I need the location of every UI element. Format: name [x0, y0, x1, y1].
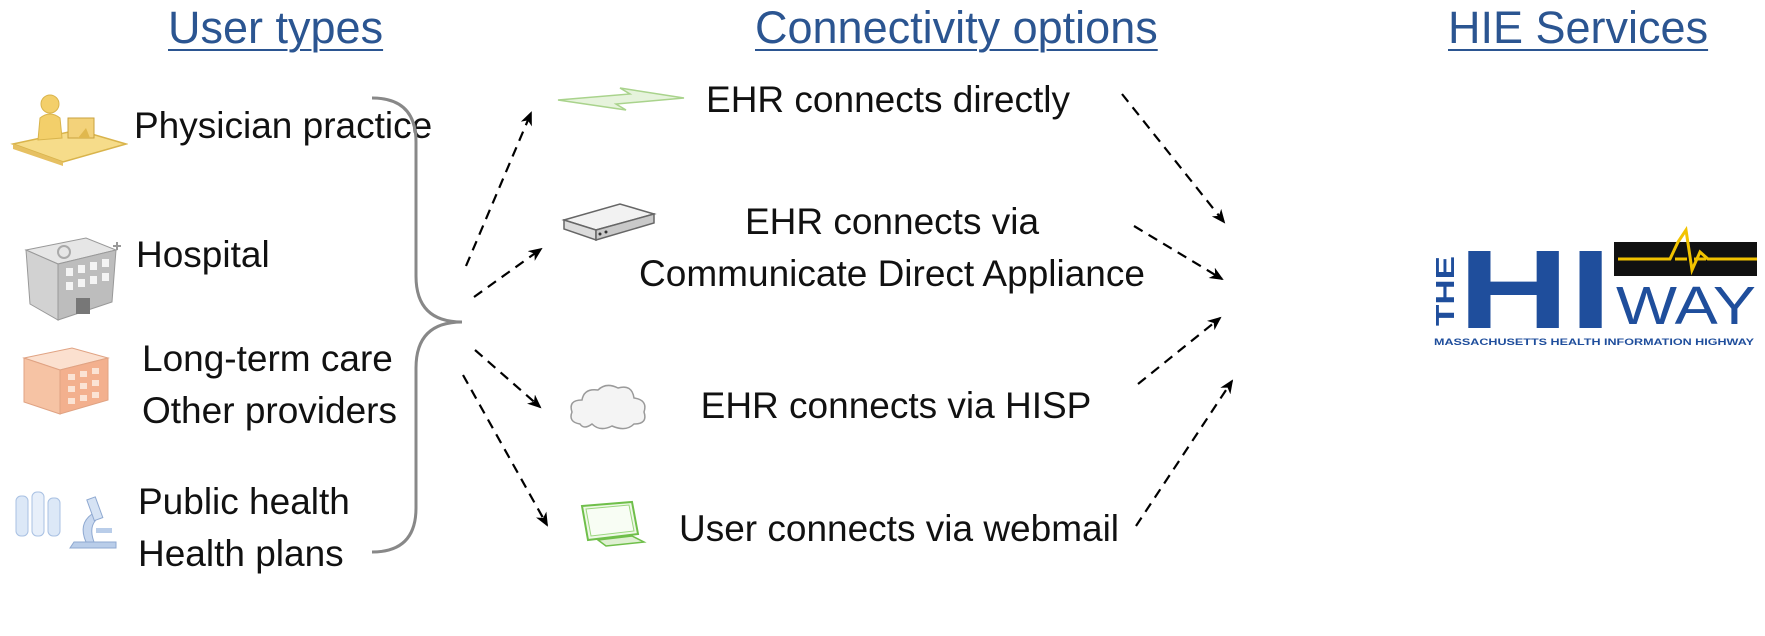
- user-type-long-term-care: Long-term care Other providers: [142, 338, 397, 431]
- svg-text:THE: THE: [1432, 256, 1460, 326]
- option-ehr-direct: EHR connects directly: [706, 79, 1070, 120]
- arrow-appliance-to-hiway: [1133, 225, 1224, 281]
- user-type-physician-practice: Physician practice: [134, 105, 433, 146]
- hiway-logo: THE HI WAY MASSACHUSETTS HEALTH INFORMAT…: [1430, 225, 1757, 372]
- arrow-webmail-to-hiway: [1135, 379, 1234, 527]
- svg-text:HI: HI: [1458, 227, 1612, 352]
- arrow-to-webmail: [462, 374, 548, 527]
- option-ehr-hisp: EHR connects via HISP: [700, 385, 1092, 426]
- option-ehr-appliance: EHR connects via Communicate Direct Appl…: [639, 201, 1145, 294]
- heading-connectivity-options: Connectivity options: [755, 2, 1158, 53]
- arrow-to-appliance: [473, 247, 543, 298]
- grouping-brace: [371, 96, 463, 554]
- arrow-to-hisp: [474, 349, 542, 409]
- care-facility-building-icon: [22, 347, 110, 415]
- heading-user-types: User types: [168, 2, 384, 53]
- heading-hie-services: HIE Services: [1448, 2, 1709, 53]
- appliance-box-icon: [561, 203, 657, 242]
- arrow-hisp-to-hiway: [1137, 316, 1222, 385]
- svg-text:WAY: WAY: [1616, 276, 1756, 336]
- lightning-link-icon: [557, 87, 685, 111]
- user-type-hospital: Hospital: [136, 234, 270, 275]
- option-user-webmail: User connects via webmail: [678, 508, 1120, 549]
- user-type-public-health: Public health Health plans: [138, 481, 350, 574]
- svg-text:MASSACHUSETTS HEALTH INFORMATI: MASSACHUSETTS HEALTH INFORMATION HIGHWAY: [1434, 337, 1755, 348]
- monitor-icon: [580, 500, 647, 547]
- arrow-to-direct: [464, 111, 533, 267]
- hospital-building-icon: [24, 237, 121, 321]
- lab-microscope-icon: [15, 491, 117, 549]
- cloud-icon: [570, 384, 646, 430]
- physician-desk-icon: [10, 94, 128, 166]
- arrow-direct-to-hiway: [1121, 93, 1226, 224]
